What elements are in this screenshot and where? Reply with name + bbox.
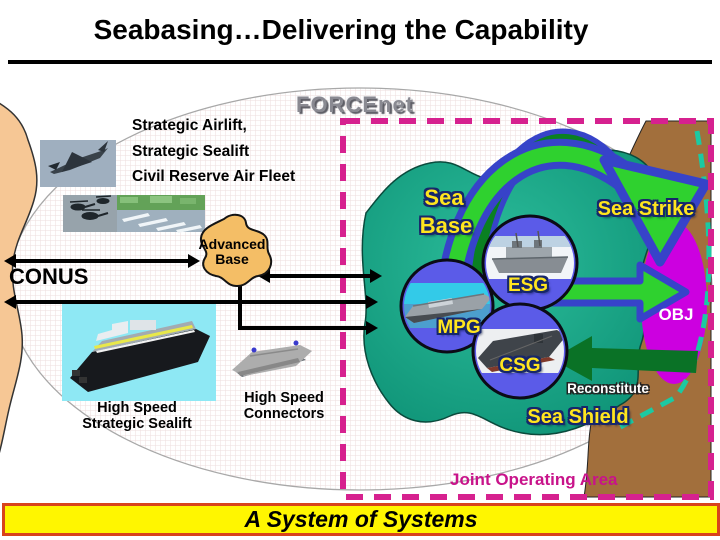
- cargo-aircraft-image: [40, 140, 116, 187]
- sea-base-label-line2: Base: [419, 213, 473, 238]
- sealift-ship-image: [62, 304, 216, 401]
- sea-base-label-line1: Sea: [424, 185, 464, 210]
- advanced-base-blob: [199, 213, 273, 288]
- mpg-group-circle: [399, 258, 495, 354]
- slide-title: Seabasing…Delivering the Capability: [93, 14, 589, 45]
- esg-ship-image: [486, 230, 574, 279]
- mpg-ship-image: [404, 283, 490, 328]
- footer-text: A System of Systems: [244, 506, 478, 532]
- csg-group-circle: [471, 302, 569, 400]
- hs-connectors-label-line2: Connectors: [243, 406, 325, 422]
- footer-banner: A System of Systems: [2, 503, 720, 536]
- capability-line-3: Civil Reserve Air Fleet: [132, 168, 296, 185]
- forcenet-label: FORCEnet: [296, 92, 414, 117]
- csg-ship-image: [476, 329, 564, 373]
- reconstitute-label: Reconstitute: [567, 381, 649, 396]
- helicopters-port-image: [63, 195, 205, 233]
- hsv-catamaran-image: [232, 340, 312, 377]
- sea-strike-label: Sea Strike: [597, 198, 695, 220]
- csg-label: CSG: [499, 355, 541, 376]
- sea-shield-label: Sea Shield: [527, 406, 629, 428]
- hs-sealift-label-line2: Strategic Sealift: [82, 416, 192, 432]
- capability-line-1: Strategic Airlift,: [132, 117, 247, 134]
- advanced-base-label-line2: Base: [215, 251, 249, 267]
- esg-group-circle: [481, 214, 579, 312]
- conus-landmass: [0, 102, 38, 454]
- mpg-label: MPG: [437, 317, 481, 338]
- reconstitute-arrow: [552, 336, 698, 381]
- hs-sealift-label-line1: High Speed: [97, 400, 177, 416]
- capability-line-2: Strategic Sealift: [132, 143, 250, 160]
- joa-dashed-border: [340, 118, 714, 500]
- esg-label: ESG: [507, 275, 549, 296]
- advanced-base-label-line1: Advanced: [198, 236, 266, 252]
- joa-label: Joint Operating Area: [450, 470, 618, 489]
- title-underline: [8, 60, 712, 64]
- obj-label: OBJ: [658, 305, 694, 324]
- conus-label: CONUS: [9, 264, 89, 289]
- hs-connectors-label-line1: High Speed: [244, 390, 324, 406]
